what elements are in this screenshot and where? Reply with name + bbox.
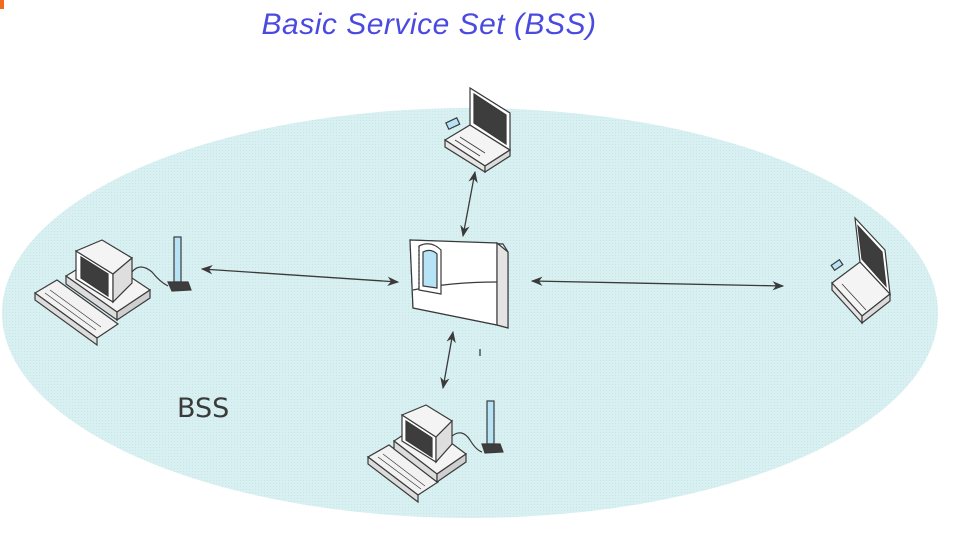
- laptop-right-icon: [830, 216, 891, 325]
- desktop-bottom-icon: [366, 400, 504, 504]
- laptop-top-icon: [443, 86, 512, 174]
- diagram-title: Basic Service Set (BSS): [261, 8, 597, 41]
- bss-area-label: BSS: [177, 393, 230, 424]
- wireless-links: [200, 170, 785, 390]
- link-desktop-left: [200, 265, 400, 286]
- link-laptop-top: [460, 170, 478, 238]
- corner-mark: [0, 0, 4, 9]
- access-point-icon: [409, 239, 509, 329]
- link-laptop-right: [530, 276, 785, 291]
- link-desktop-bottom: [440, 330, 456, 390]
- desktop-left-icon: [33, 236, 192, 347]
